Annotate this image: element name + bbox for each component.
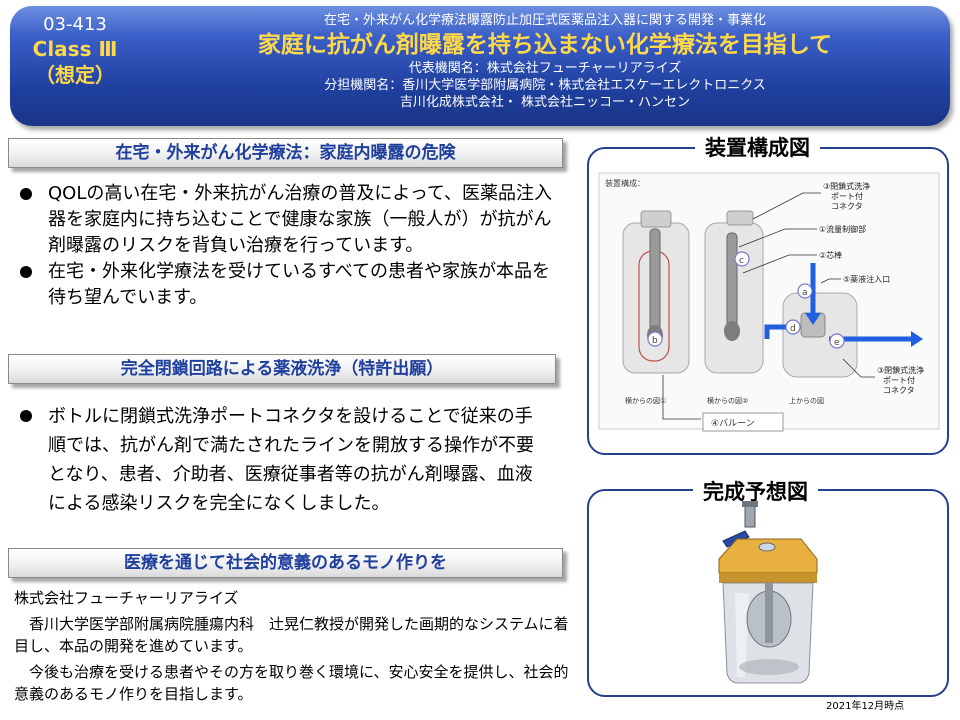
diagram-panel: 装置構成図 装置構成： b 横からの図① c 横からの図②	[587, 135, 949, 455]
bottle-side-view-1: b 横からの図①	[622, 210, 690, 405]
section-heading-social: 医療を通じて社会的意義のあるモノ作りを	[8, 548, 563, 578]
product-panel: 完成予想図	[587, 479, 949, 697]
section-heading-closed-circuit: 完全閉鎖回路による薬液洗浄（特許出願）	[8, 354, 556, 384]
header-title-block: 在宅・外来がん化学療法曝露防止加圧式医薬品注入器に関する開発・事業化 家庭に抗が…	[140, 12, 950, 111]
marker-a-icon	[797, 283, 813, 299]
paragraph-development: 香川大学医学部附属病院腫瘍内科 辻晃仁教授が開発した画期的なシステムに着目し、本…	[14, 615, 569, 655]
label-side-view-2: 横からの図②	[707, 396, 748, 405]
marker-b-icon	[647, 331, 663, 347]
product-title: 完成予想図	[693, 479, 818, 505]
bullet-dot-icon	[20, 266, 32, 278]
marker-d-icon	[785, 319, 801, 335]
bottle-top-view: d e a 上からの図	[764, 263, 923, 405]
svg-text:e: e	[834, 338, 840, 348]
list-item: ボトルに閉鎖式洗浄ポートコネクタを設けることで従来の手順では、抗がん剤で満たされ…	[18, 402, 548, 518]
project-title: 家庭に抗がん剤曝露を持ち込まない化学療法を目指して	[257, 32, 833, 58]
header-id-block: 03-413 Class Ⅲ （想定）	[20, 14, 130, 88]
label-port-top: ③閉鎖式洗浄 ポート付 コネクタ	[823, 181, 873, 211]
list-item: 在宅・外来化学療法を受けているすべての患者や家族が本品を待ち望んでいます。	[18, 259, 568, 311]
project-id: 03-413	[43, 14, 107, 35]
diagram-title: 装置構成図	[695, 135, 820, 161]
date-note: 2021年12月時点	[826, 701, 905, 712]
svg-text:c: c	[739, 256, 744, 266]
diagram-corner-label: 装置構成：	[605, 178, 645, 188]
marker-e-icon	[829, 333, 845, 349]
marker-c-icon	[734, 251, 750, 267]
bottle-side-view-2: c 横からの図②	[704, 210, 764, 405]
bullet-list-closed-circuit: ボトルに閉鎖式洗浄ポートコネクタを設けることで従来の手順では、抗がん剤で満たされ…	[18, 402, 548, 518]
svg-text:a: a	[802, 288, 808, 298]
paragraph-mission: 今後も治療を受ける患者やその方を取り巻く環境に、安心安全を提供し、社会的意義のあ…	[14, 663, 569, 703]
list-item: QOLの高い在宅・外来抗がん治療の普及によって、医薬品注入器を家庭内に持ち込むこ…	[18, 181, 568, 259]
balloon-label-box	[702, 412, 784, 432]
label-balloon: ④バルーン	[711, 418, 755, 429]
svg-text:b: b	[652, 336, 658, 346]
bullet-dot-icon	[20, 410, 32, 422]
label-top-view: 上からの図	[789, 396, 824, 405]
product-rendering	[718, 501, 818, 684]
project-subtitle: 在宅・外来がん化学療法曝露防止加圧式医薬品注入器に関する開発・事業化	[323, 13, 766, 28]
company-name: 株式会社フューチャーリアライズ	[14, 589, 239, 607]
lead-organization: 代表機関名：株式会社フューチャーリアライズ	[408, 61, 682, 76]
label-side-view-1: 横からの図①	[625, 396, 666, 405]
label-core-rod: ②芯棒	[819, 250, 842, 260]
bullet-list-risk: QOLの高い在宅・外来抗がん治療の普及によって、医薬品注入器を家庭内に持ち込むこ…	[18, 181, 568, 311]
svg-text:d: d	[790, 324, 796, 334]
label-flow-valve: ①流量制御部	[819, 224, 866, 234]
header-banner: 03-413 Class Ⅲ （想定） 在宅・外来がん化学療法曝露防止加圧式医薬…	[10, 6, 950, 126]
partner-organizations: 分担機関名：香川大学医学部附属病院・株式会社エスケーエレクトロニクス	[324, 78, 766, 93]
section-heading-risk: 在宅・外来がん化学療法：家庭内曝露の危険	[8, 138, 563, 168]
label-port-bottom: ③閉鎖式洗浄 ポート付 コネクタ	[877, 365, 927, 395]
label-drug-inlet: ⑤薬液注入口	[843, 274, 890, 284]
flow-arrow-loop	[764, 324, 789, 339]
device-diagram: 装置構成： b 横からの図① c 横からの図②	[598, 172, 940, 432]
device-class-note: （想定）	[35, 63, 115, 87]
bullet-dot-icon	[20, 188, 32, 200]
partner-organizations-2: 吉川化成株式会社・ 株式会社ニッコー・ハンセン	[399, 95, 691, 110]
leader-lines	[662, 192, 875, 420]
device-class: Class Ⅲ	[32, 37, 118, 61]
